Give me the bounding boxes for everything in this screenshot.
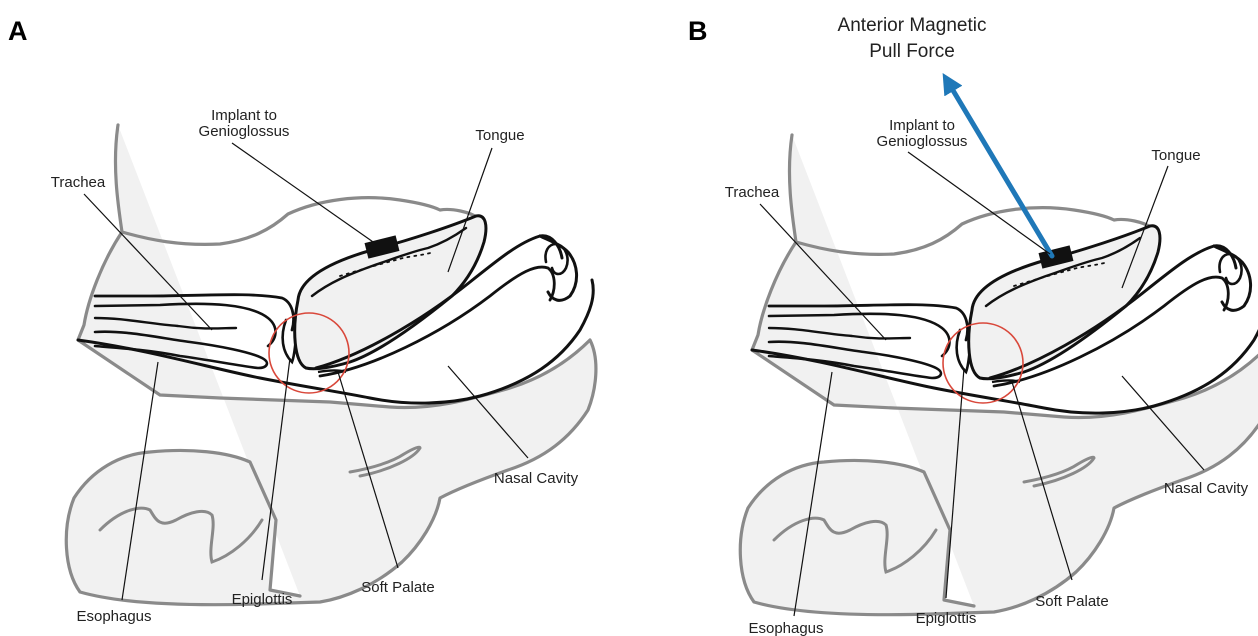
epiglottis-label: Epiglottis [916,610,977,627]
anatomy-drawing [740,135,1258,615]
tongue-label: Tongue [475,127,524,144]
esophagus-label: Esophagus [76,608,151,625]
nasal-cavity-label: Nasal Cavity [494,470,579,487]
implant-leader-line [232,143,376,244]
anatomy-drawing [66,125,596,605]
implant-label-line2: Genioglossus [877,133,968,150]
trachea-label: Trachea [725,184,780,201]
force-label-line2: Pull Force [869,41,955,62]
trachea-label: Trachea [51,174,106,191]
nasal-cavity-label: Nasal Cavity [1164,480,1249,497]
soft-palate-label: Soft Palate [361,579,434,596]
panel-letter: B [688,16,708,46]
panel-a: A Implant to Genioglossus Tongue Trachea… [8,16,596,625]
implant-label-line1: Implant to [211,107,277,124]
esophagus-label: Esophagus [748,620,823,636]
implant-leader-line [908,152,1050,254]
soft-palate-label: Soft Palate [1035,593,1108,610]
tongue-label: Tongue [1151,147,1200,164]
panel-letter: A [8,16,28,46]
implant-label-line2: Genioglossus [199,123,290,140]
epiglottis-label: Epiglottis [232,591,293,608]
implant-label-line1: Implant to [889,117,955,134]
force-label-line1: Anterior Magnetic [838,15,987,36]
panel-b: B Anterior Magnetic Pull Force Implant t… [688,15,1258,636]
magnetic-force-arrow [948,82,1052,256]
